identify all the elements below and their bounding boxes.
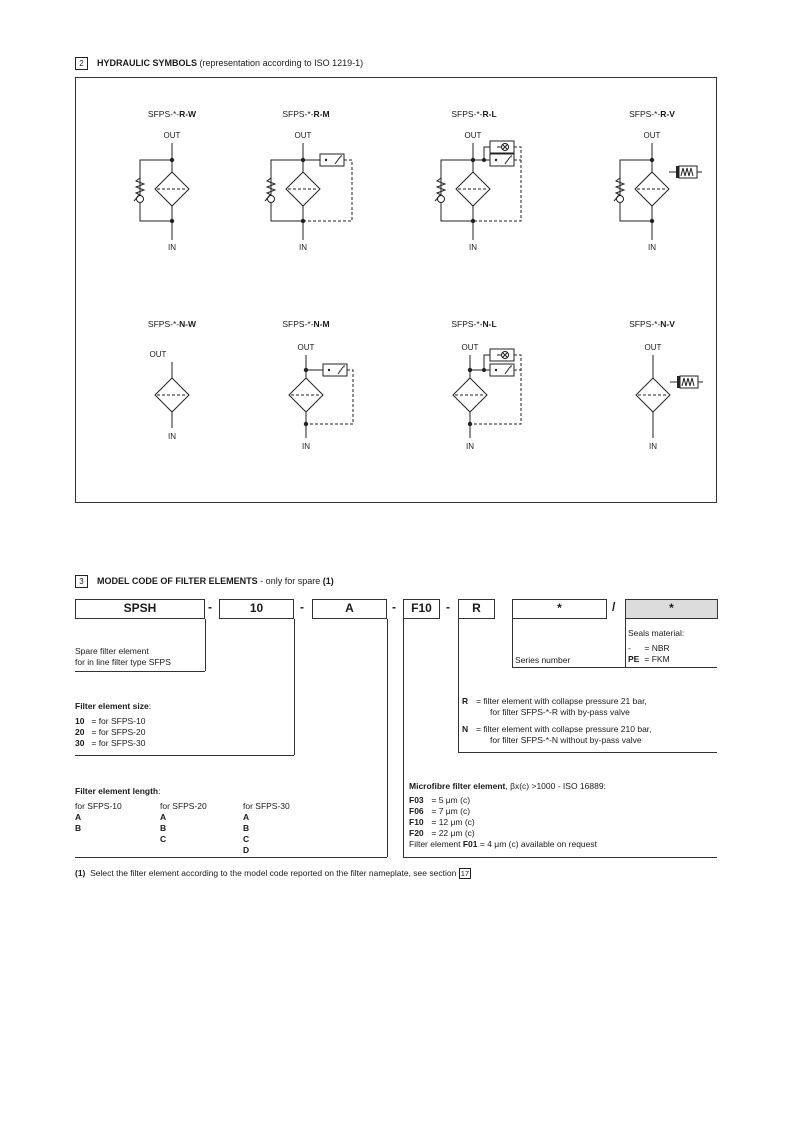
code-box-length: A (312, 599, 387, 619)
symbol-title: SFPS-*-R-M (282, 109, 330, 119)
section-reference[interactable]: 17 (458, 868, 472, 879)
filter-symbol-r-v (613, 143, 702, 240)
leader-line (403, 619, 404, 857)
leader-line (387, 619, 388, 857)
code-box-seals: * (625, 599, 718, 619)
code-separator: / (612, 600, 616, 614)
out-port-label: OUT (149, 350, 167, 359)
symbol-title: SFPS-*-R-W (147, 109, 197, 119)
filter-symbol-n-v (635, 355, 703, 438)
leader-line (75, 857, 387, 858)
filter-length-column: for SFPS-10 A B (75, 801, 122, 833)
leader-line (403, 857, 717, 858)
leader-line (75, 755, 294, 756)
code-separator: - (300, 600, 304, 614)
symbol-title: SFPS-*-N-M (282, 319, 330, 329)
leader-line (512, 667, 717, 668)
spare-description: Spare filter element for in line filter … (75, 646, 171, 667)
code-separator: - (392, 600, 396, 614)
filter-length-title: Filter element length: (75, 786, 161, 796)
out-port-label: OUT (643, 131, 661, 140)
in-port-label: IN (648, 243, 656, 252)
in-port-label: IN (168, 243, 176, 252)
leader-line (625, 619, 626, 667)
in-port-label: IN (302, 442, 310, 451)
code-box-series: * (512, 599, 607, 619)
out-port-label: OUT (163, 131, 181, 140)
section-number: 2 (75, 57, 88, 70)
out-port-label: OUT (297, 343, 315, 352)
section-title: MODEL CODE OF FILTER ELEMENTS - only for… (97, 576, 334, 586)
symbol-title: SFPS-*-R-L (451, 109, 497, 119)
code-box-size: 10 (219, 599, 294, 619)
filter-symbol-n-l (452, 348, 522, 438)
filter-symbol-r-m (264, 143, 353, 240)
symbol-title: SFPS-*-N-V (629, 319, 675, 329)
out-port-label: OUT (461, 343, 479, 352)
in-port-label: IN (469, 243, 477, 252)
code-box-filtration: F10 (403, 599, 440, 619)
out-port-label: OUT (294, 131, 312, 140)
filter-length-column: for SFPS-30 A B C D (243, 801, 290, 855)
leader-line (294, 619, 295, 755)
leader-line (75, 671, 205, 672)
seals-material: Seals material: - = NBR PE = FKM (628, 628, 685, 664)
collapse-pressure: R= filter element with collapse pressure… (462, 696, 652, 745)
section-number: 3 (75, 575, 88, 588)
leader-line (458, 619, 459, 752)
out-port-label: OUT (464, 131, 482, 140)
footnote: (1) Select the filter element according … (75, 868, 472, 879)
leader-line (512, 619, 513, 667)
in-port-label: IN (168, 432, 176, 441)
symbol-title: SFPS-*-N-L (451, 319, 497, 329)
leader-line (458, 752, 717, 753)
out-port-label: OUT (644, 343, 662, 352)
in-port-label: IN (299, 243, 307, 252)
code-separator: - (208, 600, 212, 614)
in-port-label: IN (649, 442, 657, 451)
code-box-spsh: SPSH (75, 599, 205, 619)
leader-line (205, 619, 206, 671)
in-port-label: IN (466, 442, 474, 451)
filter-symbol-r-l (434, 140, 522, 240)
code-separator: - (446, 600, 450, 614)
symbol-title: SFPS-*-N-W (147, 319, 197, 329)
microfibre-filter: Microfibre filter element, βx(c) >1000 -… (409, 781, 606, 849)
hydraulic-symbols-frame (75, 77, 717, 503)
filter-size: Filter element size: 10 = for SFPS-10 20… (75, 701, 152, 748)
section-title: HYDRAULIC SYMBOLS (representation accord… (97, 58, 364, 68)
code-box-collapse: R (458, 599, 495, 619)
filter-length-column: for SFPS-20 A B C (160, 801, 207, 844)
filter-symbol-r-w (133, 143, 190, 240)
symbol-title: SFPS-*-R-V (629, 109, 675, 119)
filter-symbol-n-w (154, 362, 190, 428)
filter-symbol-n-m (288, 355, 354, 438)
series-number-label: Series number (515, 655, 571, 665)
